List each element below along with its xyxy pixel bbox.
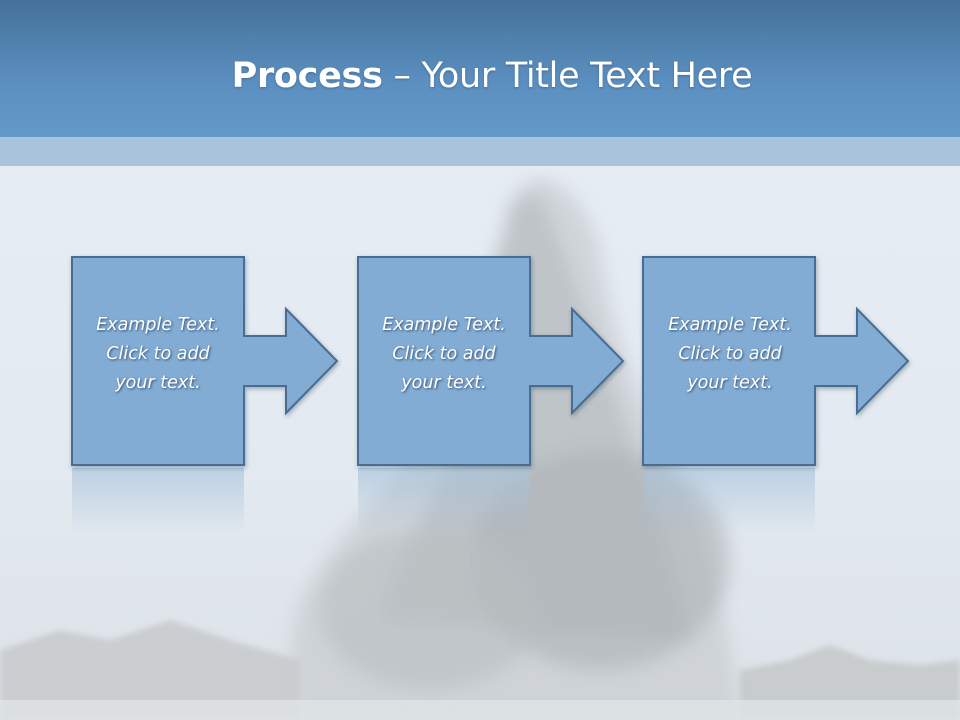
- step-2-text[interactable]: Example Text. Click to add your text.: [358, 311, 530, 398]
- step-3-line-1: Example Text.: [668, 315, 792, 335]
- step-3-line-2: Click to add: [678, 344, 782, 364]
- step-3-arrow-box[interactable]: [642, 256, 910, 466]
- title-bold-text: Process: [231, 56, 383, 96]
- title-band: [0, 137, 960, 166]
- step-2-line-1: Example Text.: [382, 315, 506, 335]
- step-1-arrow-box[interactable]: [71, 256, 339, 466]
- step-1-line-1: Example Text.: [96, 315, 220, 335]
- step-3-reflection: [643, 468, 815, 532]
- step-1-reflection: [72, 468, 244, 532]
- step-2-arrow-box[interactable]: [357, 256, 625, 466]
- step-2-line-2: Click to add: [392, 344, 496, 364]
- title-bar: [0, 0, 960, 137]
- slide-title[interactable]: Process – Your Title Text Here: [0, 54, 960, 98]
- step-1-line-3: your text.: [115, 373, 201, 393]
- step-3-line-3: your text.: [687, 373, 773, 393]
- step-2-reflection: [358, 468, 530, 532]
- step-1-line-2: Click to add: [106, 344, 210, 364]
- step-1-text[interactable]: Example Text. Click to add your text.: [72, 311, 244, 398]
- step-2-line-3: your text.: [401, 373, 487, 393]
- step-3-text[interactable]: Example Text. Click to add your text.: [644, 311, 816, 398]
- title-rest-text: – Your Title Text Here: [382, 56, 753, 96]
